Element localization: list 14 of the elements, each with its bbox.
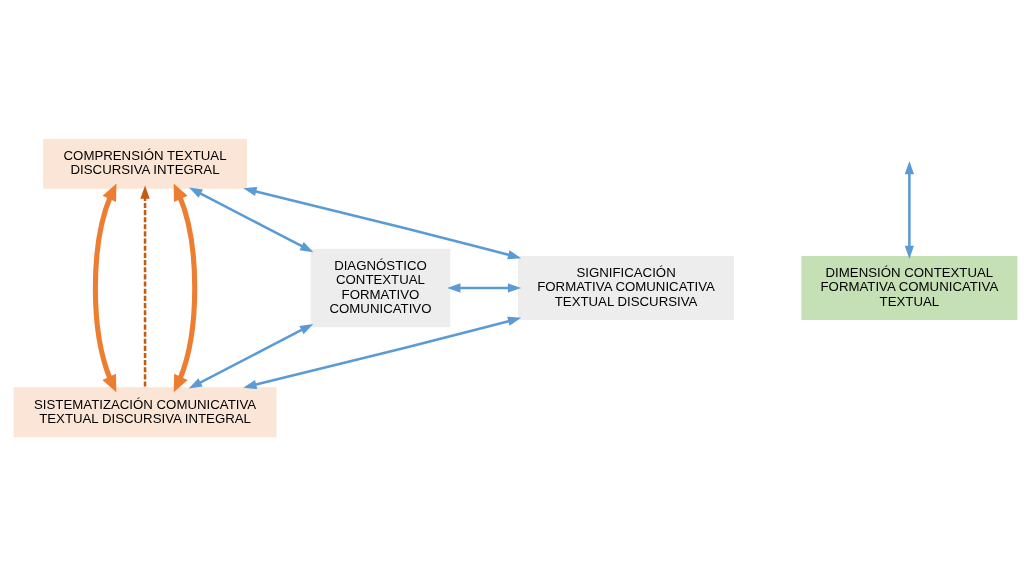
node-box: DIMENSIÓN CONTEXTUAL FORMATIVA COMUNICATIVA TEXTUAL xyxy=(799,254,1018,321)
arrow xyxy=(92,182,116,392)
arrow xyxy=(188,187,313,252)
node-box: COMPRENSIÓN TEXTUAL DISCURSIVA INTEGRAL xyxy=(41,137,248,190)
arrow xyxy=(139,184,150,386)
arrow xyxy=(188,323,313,389)
node-box: SISTEMATIZACIÓN COMUNICATIVA TEXTUAL DISCURSIVA INTEGRAL xyxy=(12,385,278,438)
arrow xyxy=(242,316,521,389)
arrow xyxy=(904,160,914,259)
node-box: DIAGNÓSTICO CONTEXTUAL FORMATIVO COMUNICATIVO xyxy=(309,247,451,328)
arrow xyxy=(242,186,521,259)
arrow xyxy=(173,182,197,392)
node-box: SIGNIFICACIÓN FORMATIVA COMUNICATIVA TEXTUAL DISCURSIVA xyxy=(516,254,735,321)
arrow xyxy=(446,282,521,293)
